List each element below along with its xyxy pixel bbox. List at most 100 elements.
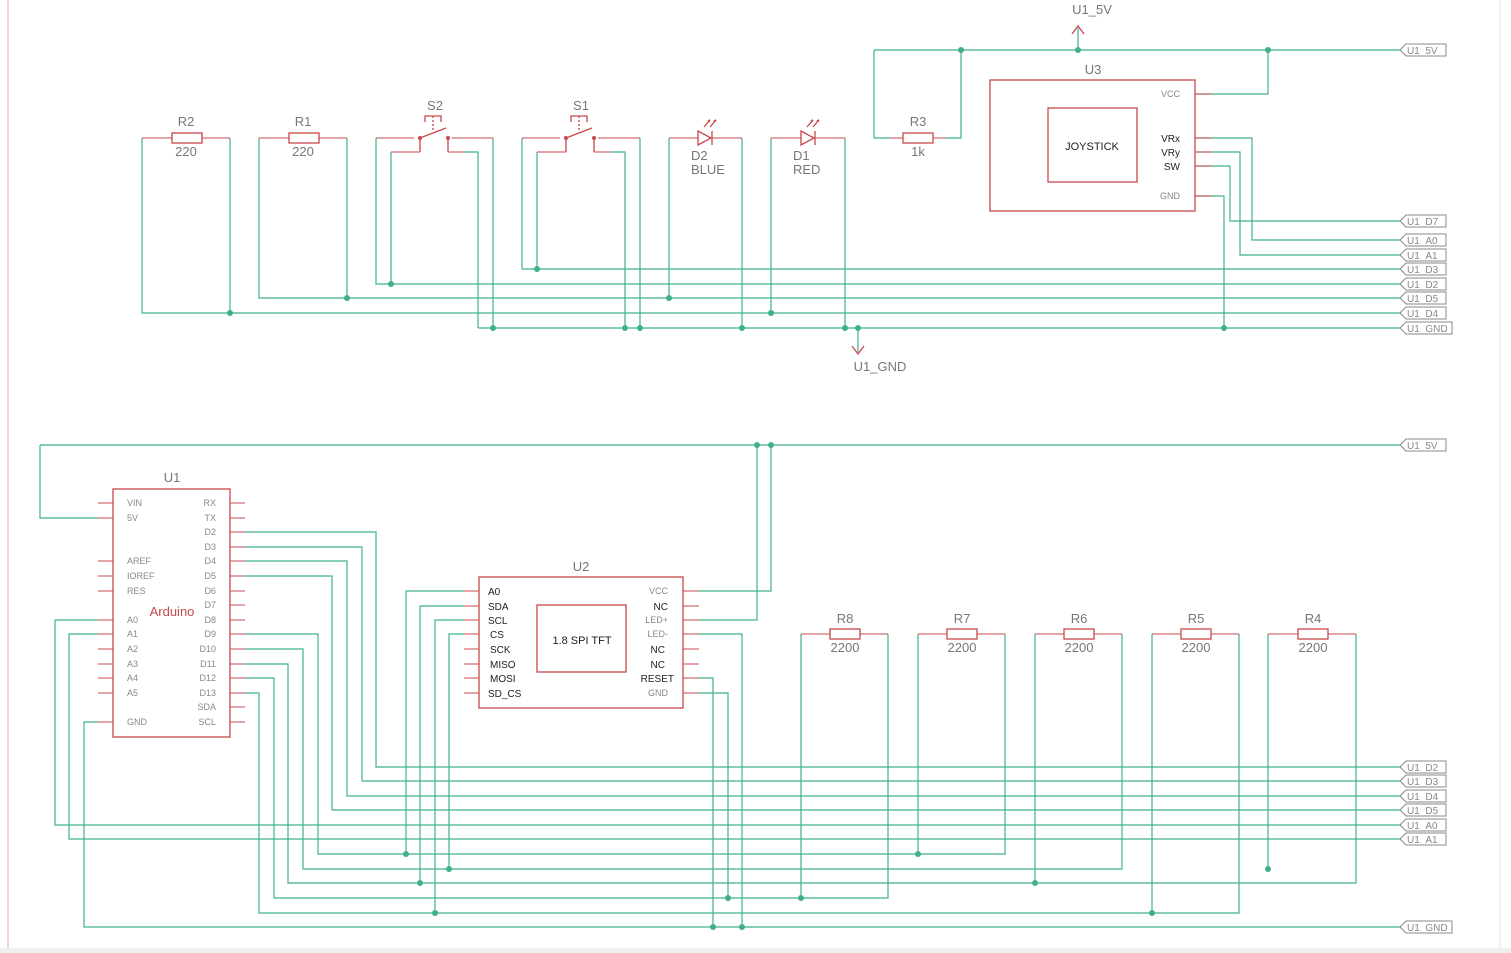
svg-text:D3: D3: [204, 542, 216, 552]
bottom-wires: [39, 444, 1400, 928]
u3-name: JOYSTICK: [1065, 141, 1119, 153]
svg-text:VCC: VCC: [649, 586, 669, 596]
svg-text:NC: NC: [651, 660, 665, 671]
svg-text:D2: D2: [204, 527, 216, 537]
net-flags-bottom: U1_5V U1_D2 U1_D3 U1_D4 U1_D5 U1_A0 U1_A…: [1399, 438, 1453, 934]
vcc-label-top: U1_5V: [1072, 2, 1112, 17]
net-flag: U1_A0: [1399, 233, 1447, 247]
switch-s2[interactable]: S2: [376, 98, 493, 153]
r3-value: 1k: [911, 144, 925, 159]
r6-ref: R6: [1071, 611, 1088, 626]
svg-text:IOREF: IOREF: [127, 571, 155, 581]
u2-name: 1.8 SPI TFT: [552, 635, 611, 647]
svg-text:D6: D6: [204, 586, 216, 596]
u3-pin-vrx: VRx: [1161, 134, 1180, 145]
u2-ref: U2: [573, 559, 590, 574]
net-flag: U1_A1: [1399, 832, 1447, 846]
svg-text:GND: GND: [648, 688, 669, 698]
r1-ref: R1: [295, 114, 312, 129]
resistor-r6[interactable]: R6 2200: [1035, 611, 1122, 655]
r2-value: 220: [175, 144, 197, 159]
led-d2[interactable]: D2 BLUE: [669, 119, 742, 177]
r4-value: 2200: [1299, 640, 1328, 655]
svg-text:MISO: MISO: [490, 660, 516, 671]
svg-text:SDA: SDA: [488, 602, 509, 613]
svg-text:D13: D13: [199, 688, 216, 698]
r5-value: 2200: [1182, 640, 1211, 655]
svg-text:U1_A0: U1_A0: [1407, 236, 1438, 247]
resistor-r7[interactable]: R7 2200: [918, 611, 1005, 655]
u3-pin-gnd: GND: [1160, 191, 1181, 201]
svg-text:D11: D11: [200, 659, 216, 669]
svg-text:TX: TX: [204, 513, 216, 523]
svg-text:D12: D12: [199, 673, 216, 683]
svg-text:U1_D2: U1_D2: [1407, 763, 1439, 774]
bottom-junctions: [403, 442, 1271, 930]
svg-text:U1_5V: U1_5V: [1407, 46, 1438, 57]
net-flag: U1_5V: [1399, 438, 1447, 452]
led-d1[interactable]: D1 RED: [771, 119, 845, 177]
svg-text:U1_D3: U1_D3: [1407, 777, 1439, 788]
r7-ref: R7: [954, 611, 971, 626]
d1-ref: D1: [793, 148, 810, 163]
net-flag: U1_D3: [1399, 262, 1447, 276]
svg-text:U1_A1: U1_A1: [1407, 835, 1438, 846]
svg-text:SDA: SDA: [197, 702, 216, 712]
resistor-r4[interactable]: R4 2200: [1268, 611, 1356, 655]
net-flag: U1_D4: [1399, 789, 1447, 803]
d1-value: RED: [793, 162, 820, 177]
gnd-label-top: U1_GND: [854, 359, 907, 374]
u3-pin-vry: VRy: [1161, 148, 1180, 159]
svg-text:D10: D10: [199, 644, 216, 654]
joystick-u3[interactable]: JOYSTICK U3 VCC VRx VRy SW GND: [989, 62, 1212, 212]
resistor-r3[interactable]: R3 1k: [890, 114, 946, 159]
net-flag: U1_D3: [1399, 774, 1447, 788]
net-flag: U1_D5: [1399, 291, 1447, 305]
svg-text:U1_D4: U1_D4: [1407, 792, 1439, 803]
svg-text:U1_GND: U1_GND: [1407, 324, 1448, 335]
svg-text:D8: D8: [204, 615, 216, 625]
resistor-r5[interactable]: R5 2200: [1152, 611, 1239, 655]
svg-text:A5: A5: [127, 688, 138, 698]
r4-ref: R4: [1305, 611, 1322, 626]
svg-text:SCK: SCK: [490, 645, 511, 656]
svg-text:A0: A0: [488, 587, 501, 598]
svg-text:SCL: SCL: [488, 616, 508, 627]
r7-value: 2200: [948, 640, 977, 655]
svg-text:U1_D4: U1_D4: [1407, 309, 1439, 320]
resistor-r1[interactable]: R1 220: [259, 114, 347, 159]
resistor-r8[interactable]: R8 2200: [801, 611, 888, 655]
svg-text:5V: 5V: [127, 513, 138, 523]
svg-text:D4: D4: [204, 556, 216, 566]
svg-text:U1_D3: U1_D3: [1407, 265, 1439, 276]
resistor-r2[interactable]: R2 220: [142, 114, 230, 159]
net-flag: U1_D7: [1399, 214, 1447, 228]
svg-text:SD_CS: SD_CS: [488, 689, 522, 700]
net-flags-top: U1_5V U1_D7 U1_A0 U1_A1 U1_D3 U1_D2 U1_D…: [1399, 43, 1453, 335]
svg-text:D5: D5: [204, 571, 216, 581]
svg-text:SCL: SCL: [198, 717, 216, 727]
d2-value: BLUE: [691, 162, 725, 177]
svg-text:RX: RX: [203, 498, 216, 508]
arduino-u1[interactable]: U1 Arduino VIN 5V AREF IOREF RES A0 A1 A…: [98, 470, 245, 738]
svg-text:AREF: AREF: [127, 556, 152, 566]
svg-text:NC: NC: [651, 645, 665, 656]
net-flag: U1_D4: [1399, 306, 1447, 320]
net-flag: U1_GND: [1399, 321, 1453, 335]
svg-text:A3: A3: [127, 659, 138, 669]
switch-s1[interactable]: S1: [522, 98, 640, 153]
svg-text:U1_A0: U1_A0: [1407, 821, 1438, 832]
u1-right-pins: RX TX D2 D3 D4 D5 D6 D7 D8 D9 D10 D11 D1…: [197, 498, 245, 727]
svg-text:LED+: LED+: [645, 615, 668, 625]
top-junctions: [227, 47, 1271, 331]
svg-text:U1_D7: U1_D7: [1407, 217, 1439, 228]
r3-ref: R3: [910, 114, 927, 129]
tft-display-u2[interactable]: 1.8 SPI TFT U2 A0 SDA SCL CS SCK MISO MO…: [464, 559, 699, 709]
s2-ref: S2: [427, 98, 443, 113]
u1-left-pins: VIN 5V AREF IOREF RES A0 A1 A2 A3 A4 A5 …: [98, 498, 155, 727]
r8-ref: R8: [837, 611, 854, 626]
svg-text:LED-: LED-: [647, 629, 668, 639]
svg-text:U1_D5: U1_D5: [1407, 294, 1439, 305]
net-flag: U1_A0: [1399, 818, 1447, 832]
